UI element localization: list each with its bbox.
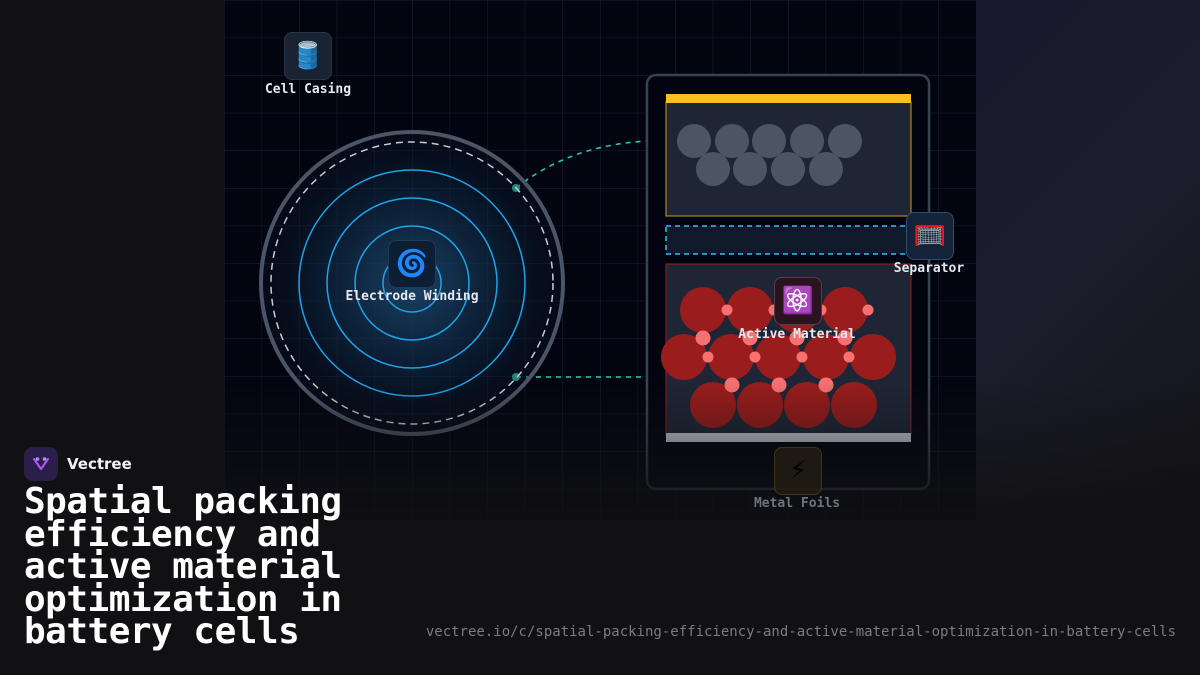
top-foil [666,94,911,103]
graphite-particles [677,124,862,186]
graphite-particle [733,152,767,186]
graphite-particle [752,124,786,158]
conductive-particle [695,330,711,346]
cathode-particle [831,382,877,428]
metal-foils-label: Metal Foils [753,496,841,511]
conductive-particle [771,377,787,393]
goal-net-icon: 🥅 [906,212,954,260]
separator-layer [665,225,912,255]
cathode-particle [755,334,801,380]
oil-drum-icon: 🛢️ [284,32,332,80]
cathode-particle [822,287,868,333]
graphite-particle [677,124,711,158]
conductive-particle [721,304,733,316]
winding-ring-3 [354,225,470,341]
cathode-particle [708,334,754,380]
vectree-logo-icon [24,447,58,481]
brand-name: Vectree [67,455,132,473]
conductive-particle [843,351,855,363]
cathode-particle [727,287,773,333]
graphite-particle [828,124,862,158]
atom-icon: ⚛️ [774,277,822,325]
conductive-particle [789,330,805,346]
conductive-particle [796,351,808,363]
active-material-label: Active Material [738,327,856,342]
conductive-particle [724,377,740,393]
brand[interactable]: Vectree [24,447,132,481]
winding-ring-2 [326,197,498,369]
conductive-particle [837,330,853,346]
graphite-particle [715,124,749,158]
lightning-icon: ⚡ [774,447,822,495]
page-title: Spatial packing efficiency and active ma… [24,481,342,652]
cathode-particle [661,334,707,380]
cyclone-icon: 🌀 [388,240,436,288]
conductive-particle [818,377,834,393]
cathode-particle [850,334,896,380]
source-url[interactable]: vectree.io/c/spatial-packing-efficiency-… [425,624,1176,640]
graphite-particle [809,152,843,186]
conductive-particle [749,351,761,363]
cell-casing-label: Cell Casing [264,82,352,97]
conductive-particle [742,330,758,346]
graphite-particle [771,152,805,186]
graphite-particle [790,124,824,158]
bottom-foil [666,433,911,442]
graphite-particle [696,152,730,186]
cathode-particle [680,287,726,333]
conductive-particle [862,304,874,316]
conductive-particle [702,351,714,363]
cathode-particle [803,334,849,380]
electrode-winding-label: Electrode Winding [345,289,479,304]
separator-label: Separator [893,261,965,276]
connector-top [515,140,649,189]
